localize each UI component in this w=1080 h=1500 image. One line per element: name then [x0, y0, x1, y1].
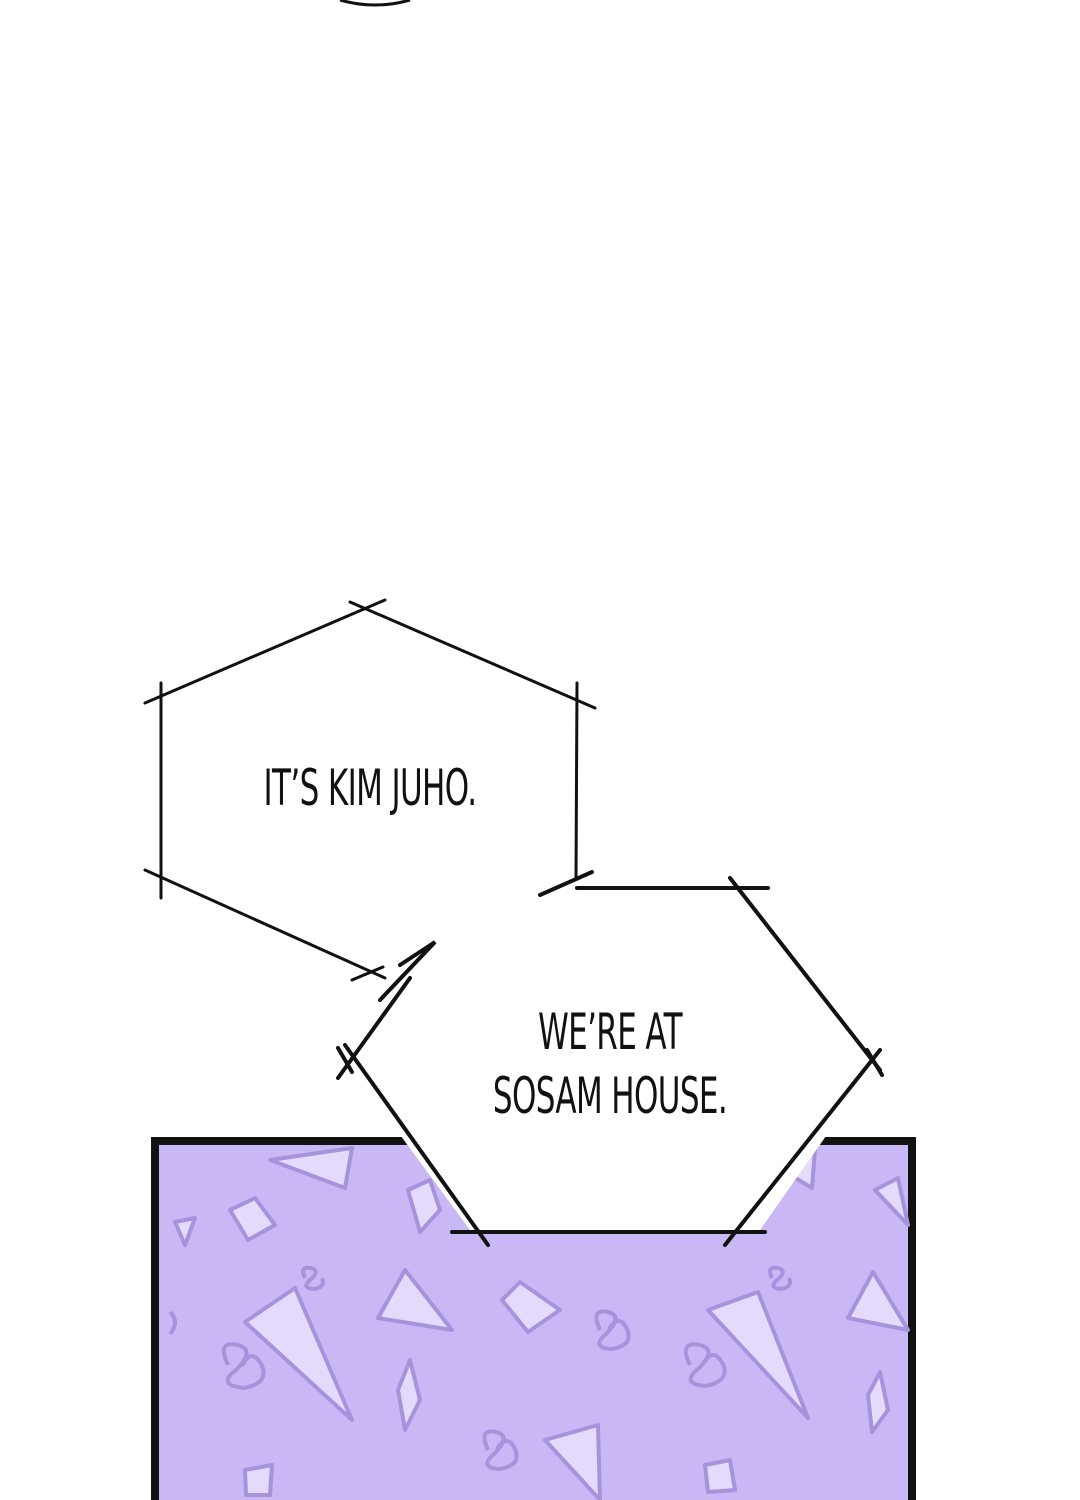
swirl-shape: [168, 1310, 177, 1336]
swirl-shape: [683, 1342, 727, 1389]
swirl-shape: [301, 1265, 325, 1292]
triangle-shape: [376, 1268, 454, 1332]
quad-shape: [228, 1196, 277, 1242]
swirl-shape: [482, 1429, 519, 1472]
quad-shape: [500, 1280, 562, 1334]
bubble-1-text: IT’S KIM JUHO.: [263, 759, 477, 817]
quad-shape: [406, 1178, 442, 1234]
triangle-shape: [243, 1286, 354, 1422]
swirl-shape: [768, 1265, 792, 1292]
triangle-shape: [873, 1176, 910, 1227]
swirl-shape: [221, 1342, 266, 1391]
triangle-shape: [173, 1216, 197, 1247]
speech-bubble-1: [143, 598, 597, 982]
quad-shape: [243, 1463, 274, 1497]
quad-shape: [703, 1458, 737, 1494]
bubble-2-line-2: SOSAM HOUSE.: [492, 1067, 728, 1125]
triangle-shape: [706, 1290, 810, 1420]
speech-bubble-2: [336, 870, 884, 1247]
bubble-2-line-1: WE’RE AT: [538, 1003, 682, 1061]
stray-ink-stroke: [339, 0, 411, 7]
triangle-shape: [543, 1423, 602, 1500]
swirl-shape: [594, 1309, 631, 1352]
triangle-shape: [268, 1146, 354, 1190]
quad-shape: [396, 1358, 422, 1432]
bubble-2-text: WE’RE AT SOSAM HOUSE.: [486, 1000, 734, 1128]
quad-shape: [866, 1370, 890, 1434]
triangle-shape: [846, 1270, 910, 1332]
